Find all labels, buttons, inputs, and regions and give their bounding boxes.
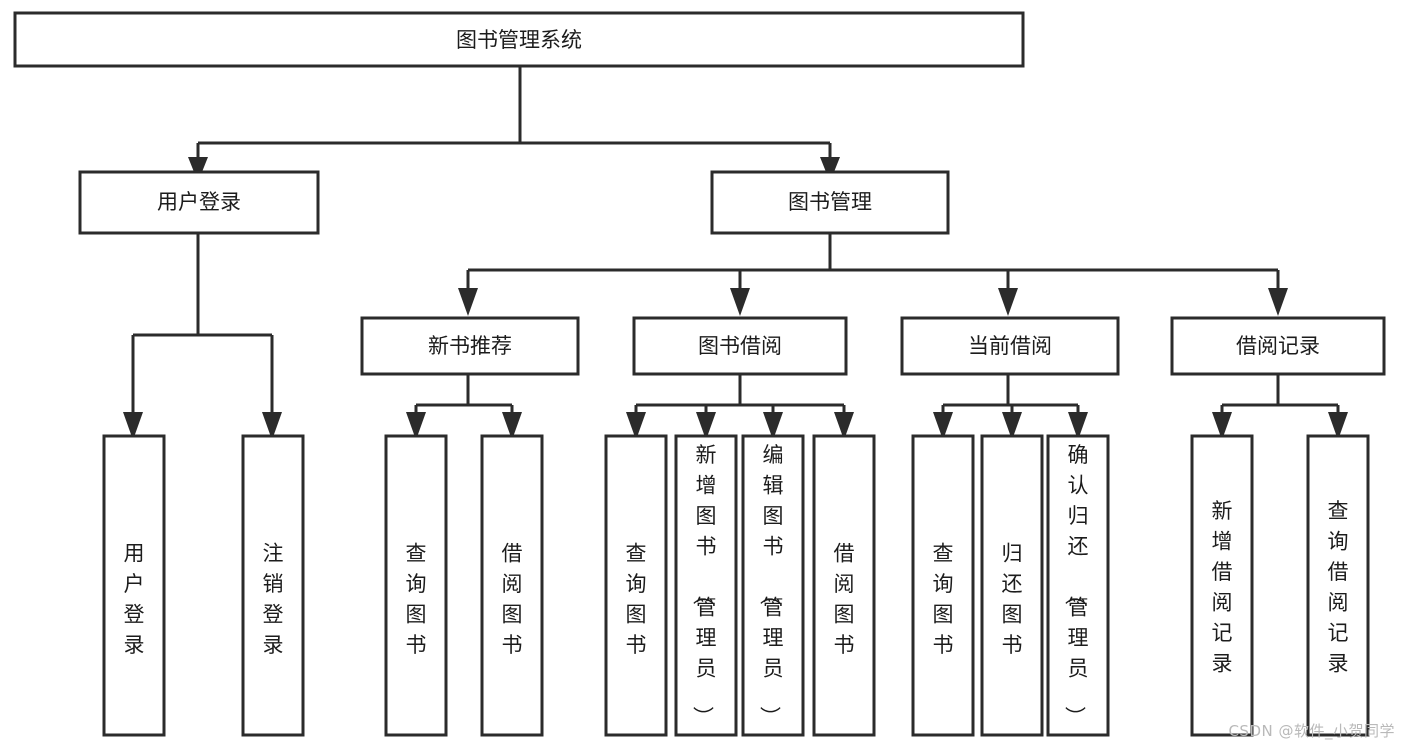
csdn-watermark: CSDN @软件_小贺同学 [1228,722,1395,740]
arrowhead-to-leaf-edit-book [763,412,783,440]
node-current-borrow-box[interactable] [900,316,1120,376]
arrowhead-to-book-manage [820,157,840,182]
node-leaf-query-record-label: 查询借阅记录 [1328,499,1349,676]
arrowhead-to-book-borrow [730,288,750,316]
node-book-borrow-label: 图书借阅 [698,334,782,358]
node-user-login-box[interactable] [78,170,320,235]
arrowhead-to-leaf-query-book-2 [626,412,646,440]
leaf-layer: 用户登录 注销登录 查询图书 借阅图书 查询图书 新增图书（管理员） [102,434,1370,737]
node-leaf-borrow-book-2-box[interactable] [812,434,876,737]
connector-book-borrow-bus [634,374,846,420]
node-leaf-query-book-1-label: 查询图书 [406,542,427,658]
node-leaf-query-book-2-box[interactable] [604,434,668,737]
arrowhead-to-new-book-recommend [458,288,478,316]
node-leaf-return-book[interactable]: 归还图书 [980,434,1044,737]
node-current-borrow[interactable]: 当前借阅 [900,316,1120,376]
node-leaf-query-book-2[interactable]: 查询图书 [604,434,668,737]
node-leaf-query-book-3-box[interactable] [911,434,975,737]
node-user-login[interactable]: 用户登录 [78,170,320,235]
arrowhead-to-leaf-query-book-1 [406,412,426,440]
node-leaf-logout-box[interactable] [241,434,305,737]
node-leaf-return-book-label: 归还图书 [1002,542,1023,658]
node-book-manage[interactable]: 图书管理 [710,170,950,235]
arrowhead-to-leaf-query-book-3 [933,412,953,440]
node-leaf-user-login-box[interactable] [102,434,166,737]
node-new-book-recommend[interactable]: 新书推荐 [360,316,580,376]
node-book-manage-box[interactable] [710,170,950,235]
node-leaf-query-book-3[interactable]: 查询图书 [911,434,975,737]
node-root-box[interactable] [13,11,1025,68]
node-leaf-user-login[interactable]: 用户登录 [102,434,166,737]
node-leaf-confirm-return[interactable]: 确认归还（管理员） [1046,434,1110,737]
node-leaf-query-record[interactable]: 查询借阅记录 [1306,434,1370,737]
arrowhead-to-leaf-add-record [1212,412,1232,440]
node-leaf-borrow-book-2-label: 借阅图书 [834,542,855,658]
node-leaf-confirm-return-label: 确认归还（管理员） [1063,443,1089,727]
connector-root-bus [196,66,832,160]
node-leaf-confirm-return-box[interactable] [1046,434,1110,737]
connector-user-login-bus [131,233,274,420]
node-leaf-logout-label: 注销登录 [263,542,284,658]
node-leaf-add-record-label: 新增借阅记录 [1212,499,1233,676]
node-borrow-record[interactable]: 借阅记录 [1170,316,1386,376]
node-leaf-add-book-box[interactable] [674,434,738,737]
arrowhead-to-borrow-record [1268,288,1288,316]
node-leaf-query-book-3-label: 查询图书 [933,542,954,658]
node-leaf-add-book-label: 新增图书（管理员） [691,443,717,727]
node-leaf-query-book-1-box[interactable] [384,434,448,737]
node-leaf-edit-book-label: 编辑图书（管理员） [758,443,784,727]
arrowhead-to-leaf-query-record [1328,412,1348,440]
node-leaf-query-book-2-label: 查询图书 [626,542,647,658]
node-leaf-borrow-book-1-box[interactable] [480,434,544,737]
arrowhead-to-leaf-confirm-return [1068,412,1088,440]
node-leaf-borrow-book-2[interactable]: 借阅图书 [812,434,876,737]
connector-new-book-recommend-bus [414,374,514,420]
arrowhead-to-user-login [188,157,208,182]
node-leaf-add-book[interactable]: 新增图书（管理员） [674,434,738,737]
node-book-borrow[interactable]: 图书借阅 [632,316,848,376]
connector-book-manage-bus [466,233,1280,292]
node-leaf-logout[interactable]: 注销登录 [241,434,305,737]
connector-borrow-record-bus [1220,374,1340,420]
arrowhead-to-leaf-return-book [1002,412,1022,440]
node-leaf-query-book-1[interactable]: 查询图书 [384,434,448,737]
node-new-book-recommend-box[interactable] [360,316,580,376]
arrowhead-to-leaf-add-book [696,412,716,440]
node-root-label: 图书管理系统 [456,28,582,52]
node-root[interactable]: 图书管理系统 [13,11,1025,68]
node-leaf-edit-book[interactable]: 编辑图书（管理员） [741,434,805,737]
arrowhead-to-leaf-logout [262,412,282,440]
node-leaf-add-record-box[interactable] [1190,434,1254,737]
node-leaf-borrow-book-1[interactable]: 借阅图书 [480,434,544,737]
node-leaf-query-record-box[interactable] [1306,434,1370,737]
node-borrow-record-box[interactable] [1170,316,1386,376]
node-leaf-edit-book-box[interactable] [741,434,805,737]
node-current-borrow-label: 当前借阅 [968,334,1052,358]
node-user-login-label: 用户登录 [157,190,241,214]
node-borrow-record-label: 借阅记录 [1236,334,1320,358]
node-leaf-return-book-box[interactable] [980,434,1044,737]
node-leaf-borrow-book-1-label: 借阅图书 [502,542,523,658]
arrowhead-to-leaf-borrow-book-1 [502,412,522,440]
connector-layer [123,66,1348,440]
arrowhead-to-leaf-user-login [123,412,143,440]
node-new-book-recommend-label: 新书推荐 [428,334,512,358]
arrowhead-to-current-borrow [998,288,1018,316]
arrowhead-to-leaf-borrow-book-2 [834,412,854,440]
node-book-borrow-box[interactable] [632,316,848,376]
node-leaf-user-login-label: 用户登录 [124,542,145,658]
node-book-manage-label: 图书管理 [788,190,872,214]
node-leaf-add-record[interactable]: 新增借阅记录 [1190,434,1254,737]
